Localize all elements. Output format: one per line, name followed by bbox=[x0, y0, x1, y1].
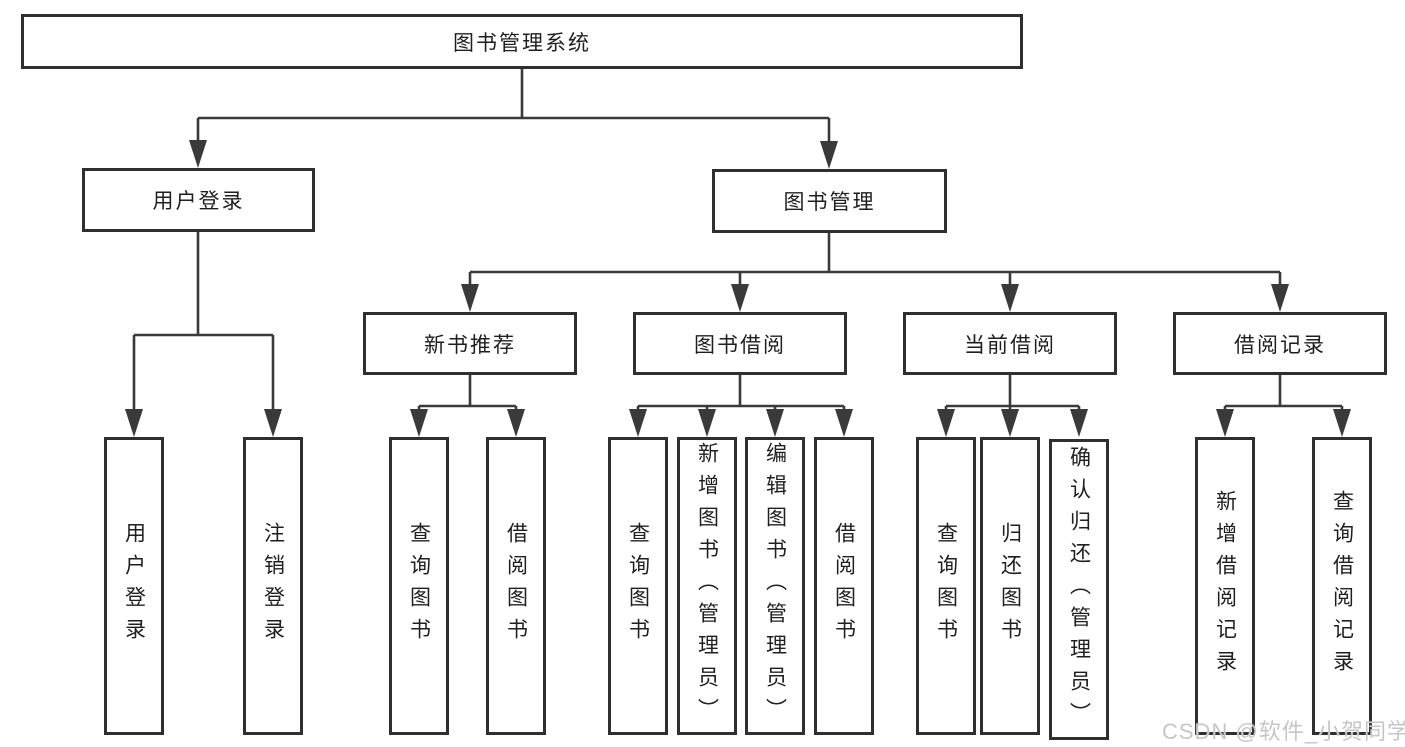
leaf-borrow-books: 借阅图书 bbox=[814, 437, 874, 735]
node-new-book-recommend: 新书推荐 bbox=[363, 312, 577, 375]
leaf-confirm-return-admin: 确认归还（管理员） bbox=[1049, 439, 1109, 740]
arrowhead-icons bbox=[125, 140, 1351, 437]
leaf-label: 查询图书 bbox=[934, 522, 958, 650]
leaf-label: 查询借阅记录 bbox=[1330, 490, 1354, 682]
leaf-query-books: 查询图书 bbox=[608, 437, 668, 735]
leaf-label: 编辑图书（管理员） bbox=[763, 442, 787, 730]
leaf-user-login: 用户登录 bbox=[104, 437, 164, 735]
leaf-edit-book-admin: 编辑图书（管理员） bbox=[745, 437, 805, 735]
leaf-label: 用户登录 bbox=[122, 522, 146, 650]
leaf-label: 借阅图书 bbox=[504, 522, 528, 650]
leaf-label: 查询图书 bbox=[626, 522, 650, 650]
leaf-label: 注销登录 bbox=[261, 522, 285, 650]
leaf-label: 新增图书（管理员） bbox=[695, 442, 719, 730]
node-user-login: 用户登录 bbox=[82, 168, 315, 232]
leaf-add-book-admin: 新增图书（管理员） bbox=[677, 437, 737, 735]
leaf-label: 借阅图书 bbox=[832, 522, 856, 650]
leaf-query-books: 查询图书 bbox=[916, 437, 976, 735]
leaf-label: 新增借阅记录 bbox=[1213, 490, 1237, 682]
node-borrowing-records: 借阅记录 bbox=[1173, 312, 1387, 375]
leaf-add-borrow-record: 新增借阅记录 bbox=[1195, 437, 1255, 735]
leaf-borrow-books: 借阅图书 bbox=[486, 437, 546, 735]
leaf-query-books: 查询图书 bbox=[389, 437, 449, 735]
node-current-borrowing: 当前借阅 bbox=[903, 312, 1117, 375]
node-book-borrowing: 图书借阅 bbox=[633, 312, 847, 375]
leaf-query-borrow-record: 查询借阅记录 bbox=[1312, 437, 1372, 735]
leaf-label: 确认归还（管理员） bbox=[1067, 445, 1091, 734]
leaf-logout: 注销登录 bbox=[243, 437, 303, 735]
node-library-system: 图书管理系统 bbox=[21, 14, 1023, 69]
leaf-label: 查询图书 bbox=[407, 522, 431, 650]
node-book-management: 图书管理 bbox=[712, 169, 947, 233]
leaf-label: 归还图书 bbox=[998, 522, 1022, 650]
leaf-return-books: 归还图书 bbox=[980, 437, 1040, 735]
csdn-watermark: CSDN @软件_小贺同学 bbox=[1162, 719, 1405, 744]
